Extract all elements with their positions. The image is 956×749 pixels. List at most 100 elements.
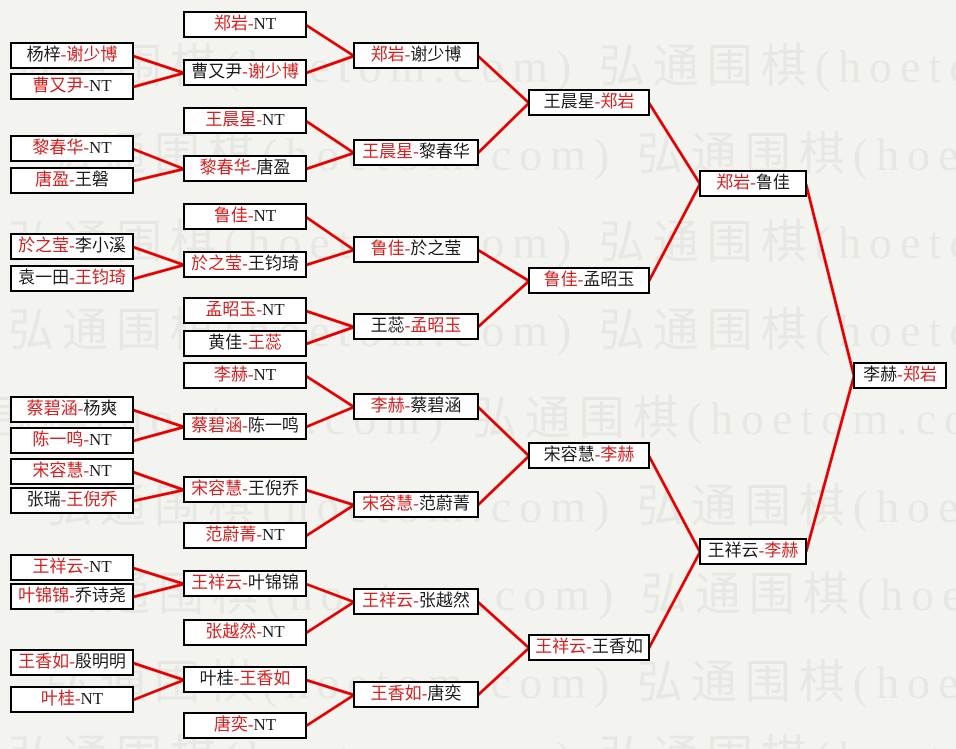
connector-line — [132, 245, 185, 267]
player-name: 鲁佳 — [755, 173, 790, 192]
connector-line — [305, 503, 355, 538]
connector-line — [132, 71, 185, 89]
match-box-semifinals-1: 王祥云-李赫 — [699, 538, 807, 565]
match-box-round-1-13: 叶桂-NT — [10, 686, 134, 713]
player-name: 曹又尹- — [32, 76, 89, 95]
player-name: NT — [80, 689, 104, 708]
connector-line — [305, 215, 355, 252]
match-box-round-2-6: 孟昭玉-NT — [183, 297, 307, 324]
match-box-round-2-11: 范蔚菁-NT — [183, 522, 307, 549]
player-name: NT — [262, 525, 285, 544]
match-box-round-2-15: 唐奕-NT — [183, 712, 307, 739]
player-name: NT — [253, 206, 277, 225]
player-name: 鲁佳- — [543, 270, 584, 289]
connector-line — [132, 54, 185, 75]
player-name: NT — [89, 138, 112, 157]
player-name: 杨爽 — [83, 399, 118, 418]
player-name: 张越然 — [418, 591, 470, 610]
match-box-round-1-0: 杨梓-谢少博 — [10, 42, 134, 69]
player-name: 王磐 — [74, 170, 109, 189]
match-box-round-2-8: 李赫-NT — [183, 362, 307, 389]
player-name: 郑岩- — [213, 14, 254, 33]
player-name: 陈一鸣- — [32, 430, 89, 449]
match-box-round-1-3: 唐盈-王磐 — [10, 167, 134, 194]
match-box-final-0: 李赫-郑岩 — [853, 362, 947, 389]
match-box-round-1-7: 陈一鸣-NT — [10, 427, 134, 454]
player-name: 郑岩- — [716, 173, 756, 192]
player-name: NT — [253, 715, 277, 734]
player-name: -郑岩 — [594, 92, 635, 111]
connector-line — [305, 678, 355, 697]
connector-line — [132, 147, 185, 171]
player-name: -王香如 — [233, 669, 291, 688]
player-name: NT — [89, 461, 112, 480]
match-box-round-2-13: 张越然-NT — [183, 619, 307, 646]
match-box-quarterfinals-3: 王祥云-王香如 — [528, 634, 650, 661]
connector-line — [477, 279, 530, 329]
player-name: 郑岩- — [370, 45, 411, 64]
connector-line — [132, 470, 185, 492]
connector-line — [305, 248, 355, 267]
match-box-round-2-1: 曹又尹-谢少博 — [183, 59, 307, 86]
player-name: -王钧琦 — [69, 268, 126, 287]
connector-line — [132, 425, 185, 443]
player-name: 黎春华- — [32, 138, 89, 157]
match-box-round-1-8: 宋容慧-NT — [10, 458, 134, 485]
player-name: NT — [262, 110, 285, 129]
match-box-round-2-7: 黄佳-王蕊 — [183, 330, 307, 357]
connector-line — [305, 600, 355, 635]
connector-line — [132, 661, 185, 682]
player-name: 谢少博 — [410, 45, 462, 64]
player-name: 王祥云- — [32, 557, 89, 576]
player-name: 宋容慧- — [191, 479, 248, 498]
player-name: 王祥云- — [191, 573, 248, 592]
match-box-round-3-5: 宋容慧-范蔚菁 — [353, 491, 479, 518]
connector-line — [477, 600, 530, 650]
match-box-round-1-9: 张瑞-王倪乔 — [10, 487, 134, 514]
player-name: 李小溪 — [74, 236, 126, 255]
match-box-round-1-10: 王祥云-NT — [10, 554, 134, 581]
player-name: -王倪乔 — [60, 490, 118, 509]
player-name: 王晨星 — [543, 92, 595, 111]
player-name: NT — [262, 622, 285, 641]
connector-line — [305, 54, 355, 75]
match-box-round-2-3: 黎春华-唐盈 — [183, 155, 307, 182]
connector-line — [132, 678, 185, 702]
connector-line — [804, 375, 856, 553]
player-name: 唐盈- — [35, 170, 75, 189]
player-name: 张越然- — [205, 622, 262, 641]
player-name: 王钧琦 — [247, 254, 299, 273]
player-name: 宋容慧 — [543, 445, 595, 464]
player-name: 王香如- — [18, 652, 75, 671]
player-name: NT — [89, 557, 112, 576]
player-name: 陈一鸣 — [247, 416, 299, 435]
player-name: 叶桂- — [40, 689, 81, 708]
connector-line — [132, 582, 185, 599]
connector-line — [647, 551, 702, 649]
player-name: 黎春华 — [418, 142, 470, 161]
connector-line — [305, 582, 355, 604]
player-name: 於之莹- — [18, 236, 75, 255]
player-name: 袁一田 — [18, 268, 70, 287]
player-name: 乔诗尧 — [74, 586, 126, 605]
player-name: 唐奕- — [213, 715, 254, 734]
player-name: 王蕊 — [370, 316, 405, 335]
connector-line — [305, 325, 355, 346]
player-name: 叶锦锦 — [247, 573, 299, 592]
player-name: -李赫 — [758, 541, 799, 560]
match-box-quarterfinals-2: 宋容慧-李赫 — [528, 442, 650, 469]
player-name: 孟昭玉 — [583, 270, 635, 289]
match-box-round-2-0: 郑岩-NT — [183, 11, 307, 38]
match-box-round-1-11: 叶锦锦-乔诗尧 — [10, 583, 134, 610]
player-name: 蔡碧涵- — [26, 399, 84, 418]
match-box-round-2-12: 王祥云-叶锦锦 — [183, 570, 307, 597]
player-name: 王晨星- — [205, 110, 262, 129]
player-name: 曹又尹 — [191, 62, 243, 81]
player-name: 王祥云- — [362, 591, 419, 610]
connector-line — [647, 102, 702, 185]
match-box-round-3-2: 鲁佳-於之莹 — [353, 236, 479, 263]
match-box-round-2-2: 王晨星-NT — [183, 107, 307, 134]
match-box-quarterfinals-1: 鲁佳-孟昭玉 — [528, 267, 650, 294]
